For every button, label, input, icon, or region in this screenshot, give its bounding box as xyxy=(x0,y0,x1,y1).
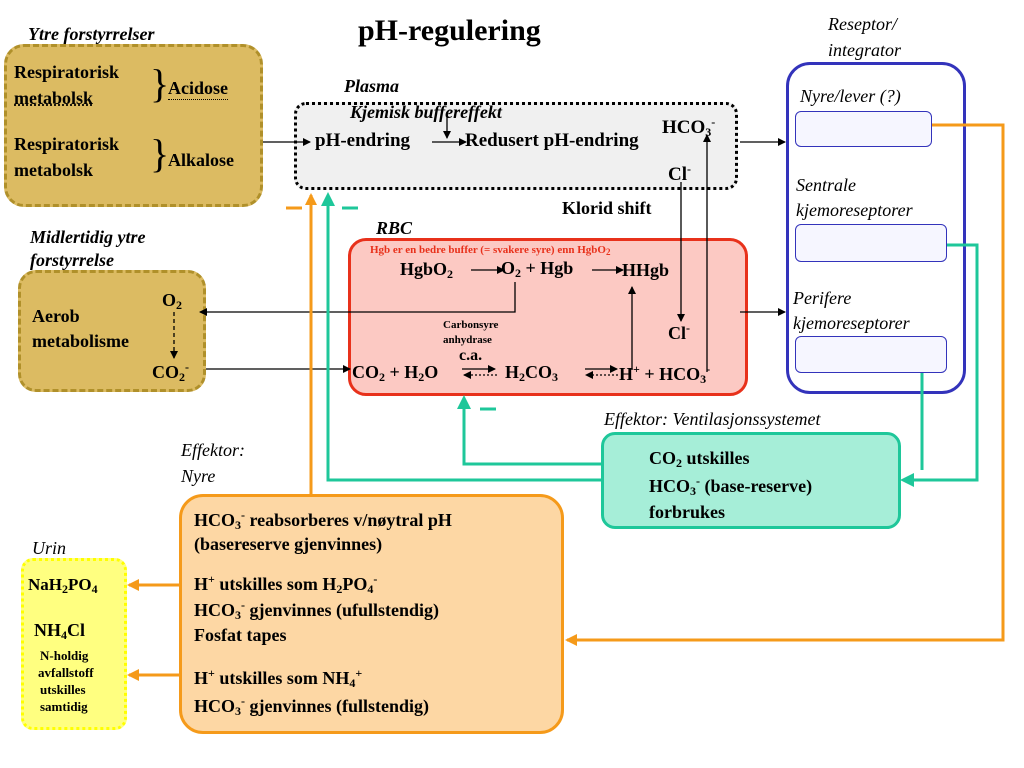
carbonsyre-label-1: Carbonsyre xyxy=(443,319,499,331)
ytre-row2-b: metabolsk xyxy=(14,160,94,180)
nyre-heading-2: Nyre xyxy=(181,466,216,486)
reseptor-heading-1: Reseptor/ xyxy=(828,14,897,34)
sentrale-receptor xyxy=(795,224,947,262)
nyre-p2-line1: H+ utskilles som H2PO4- xyxy=(194,572,378,596)
perifere-label-1: Perifere xyxy=(793,288,852,308)
reseptor-heading-2: integrator xyxy=(828,40,902,60)
rbc-h2co3: H2CO3 xyxy=(505,362,559,384)
carbonsyre-label-2: anhydrase xyxy=(443,334,492,346)
rbc-note: Hgb er en bedre buffer (= svakere syre) … xyxy=(370,244,611,257)
urin-note-3: utskilles xyxy=(40,682,86,697)
vent-line-3: forbrukes xyxy=(649,502,725,522)
klorid-shift-label: Klorid shift xyxy=(562,198,652,218)
ytre-forstyrrelser-box xyxy=(4,44,263,207)
ytre-row2-a: Respiratorisk xyxy=(14,134,119,154)
redusert-ph-label: Redusert pH-endring xyxy=(465,130,639,151)
vent-line-2: HCO3- (base-reserve) xyxy=(649,474,813,498)
nyre-p2-line3: Fosfat tapes xyxy=(194,625,287,645)
acidose-label: Acidose xyxy=(168,78,228,100)
plasma-subheading: Kjemisk buffereffekt xyxy=(350,102,502,122)
nyre-box xyxy=(179,494,564,734)
plasma-cl: Cl- xyxy=(668,162,691,185)
ytre-row1-b: metabolsk xyxy=(14,88,94,108)
page-title: pH-regulering xyxy=(358,14,541,47)
nyre-p3-line2: HCO3- gjenvinnes (fullstendig) xyxy=(194,694,430,718)
midlertidig-heading-1: Midlertidig ytre xyxy=(30,227,146,247)
vent-to-rbc-line xyxy=(457,395,601,466)
urin-nh4cl: NH4Cl xyxy=(34,620,85,642)
vent-to-plasma-line xyxy=(321,192,601,482)
nyre-p1-line1: HCO3- reabsorberes v/nøytral pH xyxy=(194,508,452,532)
perifere-label-2: kjemoreseptorer xyxy=(793,313,910,333)
nyre-heading-1: Effektor: xyxy=(181,440,245,460)
aerob-label-1: Aerob xyxy=(32,306,80,326)
sentrale-label-1: Sentrale xyxy=(796,175,856,195)
ventilasjon-heading: Effektor: Ventilasjonssystemet xyxy=(604,409,821,429)
midlertidig-box xyxy=(18,270,206,392)
nyre-p3-line1: H+ utskilles som NH4+ xyxy=(194,666,363,690)
urin-heading: Urin xyxy=(32,538,67,558)
ventilasjon-box xyxy=(601,432,901,529)
rbc-co2-h2o: CO2 + H2O xyxy=(352,362,439,384)
ytre-brace-2: } xyxy=(150,131,170,176)
nyre-lever-label: Nyre/lever (?) xyxy=(800,86,901,106)
aerob-label-2: metabolisme xyxy=(32,331,129,351)
sentrale-feedback-line xyxy=(900,243,979,487)
urin-note-2: avfallstoff xyxy=(38,665,94,680)
nyre-p2-line2: HCO3- gjenvinnes (ufullstendig) xyxy=(194,598,440,622)
nyre-p1-line2: (basereserve gjenvinnes) xyxy=(194,534,383,554)
vent-line-1: CO2 utskilles xyxy=(649,448,750,470)
plasma-heading: Plasma xyxy=(344,76,400,96)
o2-release-arrow xyxy=(199,282,516,316)
rbc-h-hco3: H+ + HCO3- xyxy=(619,362,711,386)
ph-endring-label: pH-endring xyxy=(315,130,411,151)
aerob-co2: CO2- xyxy=(152,360,189,384)
urin-note-4: samtidig xyxy=(40,699,88,714)
rbc-heading: RBC xyxy=(376,218,413,238)
sentrale-label-2: kjemoreseptorer xyxy=(796,200,913,220)
plasma-box xyxy=(294,102,738,190)
rbc-o2-hgb: O2 + Hgb xyxy=(501,258,574,280)
rbc-hgbo2: HgbO2 xyxy=(400,259,454,281)
urin-nah2po4: NaH2PO4 xyxy=(28,575,98,596)
rbc-cl: Cl- xyxy=(668,321,690,343)
aerob-o2: O2 xyxy=(162,290,183,312)
perifere-receptor xyxy=(795,336,947,373)
urin-box xyxy=(21,558,127,730)
urin-note-1: N-holdig xyxy=(40,648,89,663)
ytre-row1-a: Respiratorisk xyxy=(14,62,119,82)
ytre-heading: Ytre forstyrrelser xyxy=(28,24,155,44)
nyre-lever-feedback-line xyxy=(565,123,1005,646)
rbc-hhgb: HHgb xyxy=(622,260,670,280)
ytre-brace-1: } xyxy=(150,61,170,106)
midlertidig-heading-2: forstyrrelse xyxy=(30,250,114,270)
alkalose-label: Alkalose xyxy=(168,150,235,170)
nyre-lever-receptor xyxy=(795,111,932,147)
ca-label: c.a. xyxy=(459,347,483,364)
reseptor-box xyxy=(786,62,966,394)
plasma-hco3: HCO3- xyxy=(662,115,716,139)
